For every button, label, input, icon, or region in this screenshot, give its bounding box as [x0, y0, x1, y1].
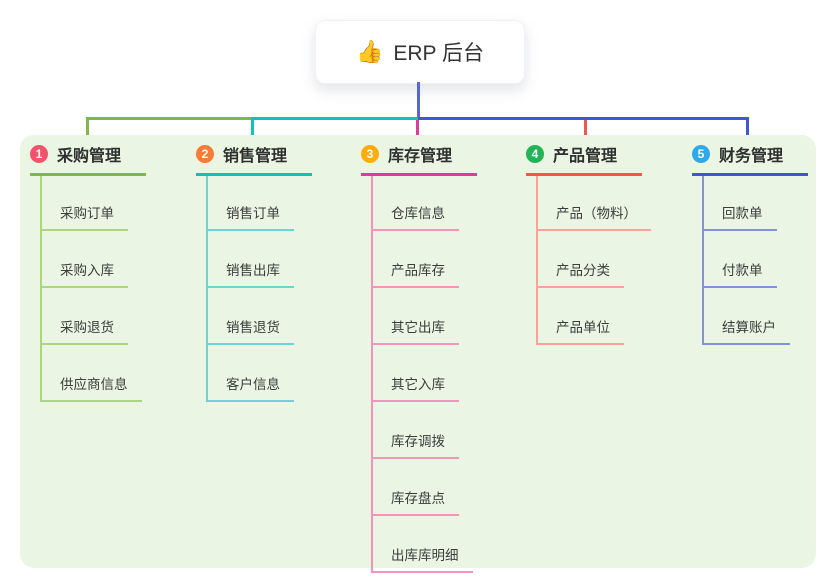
child-topic[interactable]: 采购入库 — [42, 231, 128, 288]
child-topic[interactable]: 付款单 — [704, 231, 777, 288]
connector-drop-branch3 — [416, 120, 419, 145]
child-topic[interactable]: 销售退货 — [208, 288, 294, 345]
child-topic[interactable]: 结算账户 — [704, 288, 790, 345]
child-topic[interactable]: 产品单位 — [538, 288, 624, 345]
branch-children: 回款单付款单结算账户 — [702, 176, 790, 345]
branch-number-badge: 1 — [30, 144, 48, 163]
child-topic[interactable]: 采购订单 — [42, 176, 128, 231]
child-topic[interactable]: 产品（物料） — [538, 176, 651, 231]
branch-label: 库存管理 — [388, 147, 453, 165]
branch-number-badge: 2 — [196, 144, 214, 163]
branch-column: 3 库存管理 仓库信息产品库存其它出库其它入库库存调拨库存盘点出库库明细 — [361, 141, 477, 573]
connector-drop-branch5 — [746, 117, 749, 145]
branch-column: 2 销售管理 销售订单销售出库销售退货客户信息 — [196, 141, 312, 402]
branch-topic[interactable]: 5 财务管理 — [692, 141, 808, 176]
connector-drop-branch4 — [584, 120, 587, 145]
connector-drop-branch1 — [86, 117, 89, 144]
child-topic[interactable]: 供应商信息 — [42, 345, 142, 402]
branch-children: 采购订单采购入库采购退货供应商信息 — [40, 176, 142, 402]
root-label: ERP 后台 — [393, 42, 485, 65]
branch-number-badge: 3 — [361, 144, 379, 163]
branch-topic[interactable]: 2 销售管理 — [196, 141, 312, 176]
child-topic[interactable]: 出库库明细 — [373, 516, 473, 573]
root-node[interactable]: 👍 ERP 后台 — [315, 20, 525, 84]
child-topic[interactable]: 销售出库 — [208, 231, 294, 288]
child-topic[interactable]: 客户信息 — [208, 345, 294, 402]
branch-column: 5 财务管理 回款单付款单结算账户 — [692, 141, 808, 345]
branch-topic[interactable]: 1 采购管理 — [30, 141, 146, 176]
child-topic[interactable]: 产品分类 — [538, 231, 624, 288]
connector-horizontal-seg2 — [251, 117, 418, 120]
branch-children: 销售订单销售出库销售退货客户信息 — [206, 176, 294, 402]
child-topic[interactable]: 其它入库 — [373, 345, 459, 402]
branches-panel: 1 采购管理 采购订单采购入库采购退货供应商信息 2 销售管理 销售订单销售出库… — [20, 135, 816, 573]
connector-horizontal-seg3 — [418, 117, 749, 120]
branch-column: 4 产品管理 产品（物料）产品分类产品单位 — [526, 141, 651, 345]
branch-children: 产品（物料）产品分类产品单位 — [536, 176, 651, 345]
branch-topic[interactable]: 4 产品管理 — [526, 141, 642, 176]
branch-topic[interactable]: 3 库存管理 — [361, 141, 477, 176]
child-topic[interactable]: 产品库存 — [373, 231, 459, 288]
connector-root-vertical — [417, 82, 420, 117]
branch-label: 采购管理 — [57, 147, 122, 165]
branch-column: 1 采购管理 采购订单采购入库采购退货供应商信息 — [30, 141, 146, 402]
child-topic[interactable]: 其它出库 — [373, 288, 459, 345]
branch-number-badge: 4 — [526, 144, 544, 163]
branch-number-badge: 5 — [692, 144, 710, 163]
branch-label: 产品管理 — [553, 147, 618, 165]
child-topic[interactable]: 仓库信息 — [373, 176, 459, 231]
child-topic[interactable]: 销售订单 — [208, 176, 294, 231]
branch-children: 仓库信息产品库存其它出库其它入库库存调拨库存盘点出库库明细 — [371, 176, 473, 573]
child-topic[interactable]: 回款单 — [704, 176, 777, 231]
child-topic[interactable]: 采购退货 — [42, 288, 128, 345]
branch-label: 财务管理 — [719, 147, 784, 165]
connector-drop-branch2 — [251, 117, 254, 144]
child-topic[interactable]: 库存调拨 — [373, 402, 459, 459]
thumbs-up-icon: 👍 — [355, 39, 384, 64]
child-topic[interactable]: 库存盘点 — [373, 459, 459, 516]
branch-label: 销售管理 — [223, 147, 288, 165]
connector-horizontal-seg1 — [86, 117, 253, 120]
